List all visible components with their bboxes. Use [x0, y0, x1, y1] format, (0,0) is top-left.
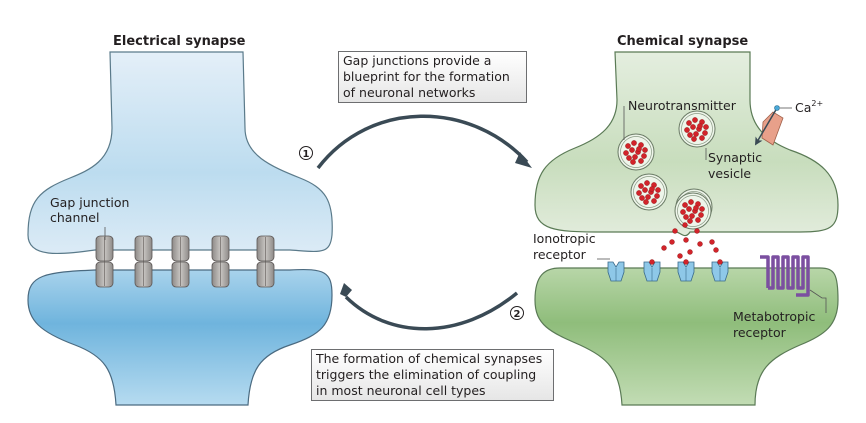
- gap-junction-channels: [95, 235, 275, 288]
- metabotropic-receptor-icon: [760, 255, 810, 297]
- gap-junction-channel-icon: [134, 235, 153, 288]
- step-2-badge: 2: [510, 306, 524, 320]
- calcium-ion-label: Ca2+: [795, 99, 823, 115]
- arrow-2-head-icon: [340, 283, 352, 297]
- transition-2-caption: The formation of chemical synapses trigg…: [311, 349, 554, 401]
- synaptic-vesicle-label-line1: Synaptic: [708, 150, 762, 165]
- ionotropic-label-line2: receptor: [533, 247, 587, 262]
- neurotransmitter-molecule: [677, 253, 683, 259]
- neurotransmitter-molecule: [661, 245, 667, 251]
- ionotropic-receptors: [607, 259, 729, 282]
- neurotransmitter-molecule: [709, 239, 715, 245]
- synaptic-vesicle-icon: [678, 110, 716, 148]
- ionotropic-receptor-icon: [643, 259, 661, 282]
- neurotransmitter-molecule: [672, 228, 678, 234]
- gap-junction-label-line2: channel: [50, 210, 99, 225]
- synaptic-vesicle-icon: [674, 192, 712, 230]
- neurotransmitter-molecule: [669, 239, 675, 245]
- metabotropic-leader-line: [809, 289, 827, 313]
- neurotransmitter-molecule: [687, 249, 693, 255]
- gap-junction-channel-icon: [256, 235, 275, 288]
- electrical-synapse-title: Electrical synapse: [113, 34, 246, 49]
- neurotransmitter-molecule: [713, 247, 719, 253]
- synaptic-vesicle-icon: [617, 133, 655, 171]
- ionotropic-receptor-icon: [711, 259, 729, 282]
- gap-junction-channel-icon: [95, 235, 114, 288]
- ionotropic-receptor-icon: [677, 259, 695, 282]
- metabotropic-label-line1: Metabotropic: [733, 309, 815, 324]
- neurotransmitter-molecule: [694, 228, 700, 234]
- chemical-synapse-title: Chemical synapse: [617, 34, 748, 49]
- ionotropic-label-line1: Ionotropic: [533, 231, 596, 246]
- gap-junction-channel-icon: [171, 235, 190, 288]
- transition-arrow-1: [316, 114, 529, 170]
- transition-1-caption: Gap junctions provide a blueprint for th…: [338, 51, 527, 103]
- synaptic-vesicles: [617, 110, 716, 230]
- svg-text:1: 1: [303, 149, 310, 160]
- chemical-postsynaptic-terminal: [534, 267, 839, 406]
- gap-junction-channel-icon: [211, 235, 230, 288]
- metabotropic-label-line2: receptor: [733, 325, 787, 340]
- calcium-channel-icon: [754, 105, 792, 146]
- arrow-1-head-icon: [515, 152, 532, 168]
- neurotransmitter-molecule: [683, 237, 689, 243]
- synaptic-vesicle-icon: [630, 173, 668, 211]
- electrical-postsynaptic-terminal: [27, 268, 333, 406]
- released-neurotransmitter: [661, 222, 719, 259]
- neurotransmitter-label: Neurotransmitter: [628, 98, 737, 113]
- neurotransmitter-molecule: [682, 222, 688, 228]
- step-1-badge: 1: [299, 146, 313, 160]
- transition-arrow-2: [344, 291, 519, 331]
- neurotransmitter-molecule: [697, 241, 703, 247]
- ionotropic-receptor-icon: [607, 261, 625, 282]
- gap-junction-label-line1: Gap junction: [50, 195, 129, 210]
- electrical-presynaptic-terminal: [27, 51, 333, 255]
- svg-text:2: 2: [514, 309, 521, 320]
- synaptic-vesicle-label-line2: vesicle: [708, 166, 751, 181]
